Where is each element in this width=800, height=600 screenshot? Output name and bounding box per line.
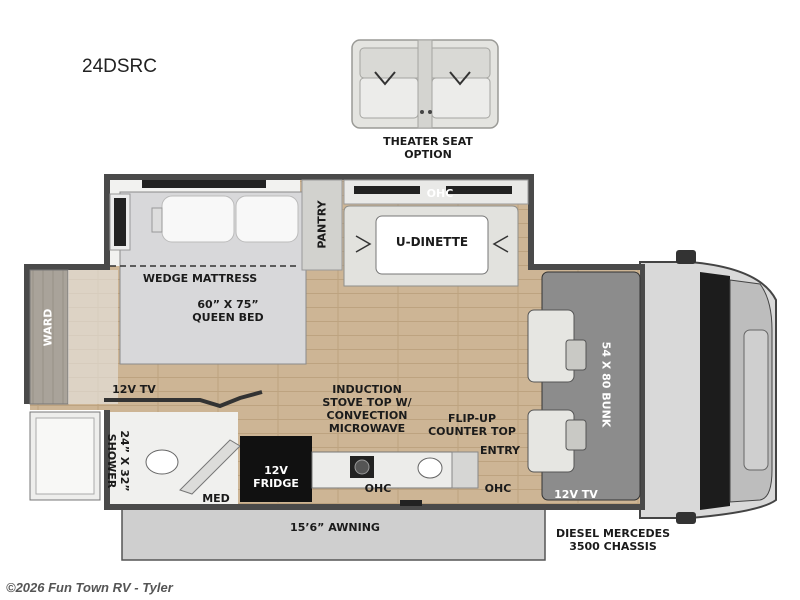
sink [417, 457, 443, 479]
flip-up-label: FLIP-UP COUNTER TOP [422, 412, 522, 438]
shower-label: 24” X 32” SHOWER [105, 421, 131, 501]
tv-right-label: 12V TV [554, 488, 598, 501]
chassis-line2: 3500 CHASSIS [569, 540, 657, 553]
fridge-line1: 12V [264, 464, 288, 477]
fridge-line2: FRIDGE [253, 477, 299, 490]
awning [121, 507, 546, 561]
induction-line4: MICROWAVE [328, 422, 406, 435]
flip-up-line1: FLIP-UP [447, 412, 497, 425]
induction-line2: STOVE TOP W/ [322, 396, 412, 409]
flip-up-line2: COUNTER TOP [428, 425, 516, 438]
chassis-label: DIESEL MERCEDES 3500 CHASSIS [548, 527, 678, 553]
wardrobe [29, 269, 69, 405]
fridge-label: 12V FRIDGE [246, 464, 306, 490]
ward-label: WARD [41, 308, 55, 347]
wedge-mattress-label: WEDGE MATTRESS [142, 272, 258, 285]
galley-counter [311, 451, 479, 489]
shower-line1: 24” X 32” [118, 430, 131, 492]
pantry [301, 179, 343, 271]
model-name: 24DSRC [82, 56, 157, 77]
fridge [240, 436, 312, 502]
tv-left-label: 12V TV [112, 383, 156, 396]
u-dinette [343, 205, 519, 287]
induction-line1: INDUCTION [332, 383, 402, 396]
cab-seats [527, 309, 587, 473]
induction-line3: CONVECTION [326, 409, 408, 422]
toilet [145, 449, 179, 475]
copyright-text: ©2026 Fun Town RV - Tyler [6, 580, 173, 595]
ohc-top-label: OHC [426, 187, 454, 200]
awning-label: 15’6” AWNING [290, 521, 380, 534]
theater-seat-line1: THEATER SEAT [383, 135, 473, 148]
med-label: MED [202, 492, 230, 505]
ohc-bottom-label-2: OHC [484, 482, 512, 495]
bed-label: 60” X 75” QUEEN BED [178, 298, 278, 324]
shower-line2: SHOWER [105, 433, 118, 489]
ohc-bottom-label-1: OHC [364, 482, 392, 495]
chassis-line1: DIESEL MERCEDES [555, 527, 671, 540]
entry-label: ENTRY [479, 444, 521, 457]
bed-type: QUEEN BED [192, 311, 264, 324]
theater-seat-option [351, 39, 499, 129]
cab [639, 250, 777, 524]
pantry-label: PANTRY [315, 200, 329, 249]
bed-size: 60” X 75” [197, 298, 259, 311]
theater-seat-line2: OPTION [404, 148, 452, 161]
theater-seat-label: THEATER SEAT OPTION [378, 135, 478, 161]
bunk-label: 54 X 80 BUNK [599, 341, 613, 428]
u-dinette-label: U-DINETTE [395, 235, 469, 249]
induction-label: INDUCTION STOVE TOP W/ CONVECTION MICROW… [312, 383, 422, 435]
